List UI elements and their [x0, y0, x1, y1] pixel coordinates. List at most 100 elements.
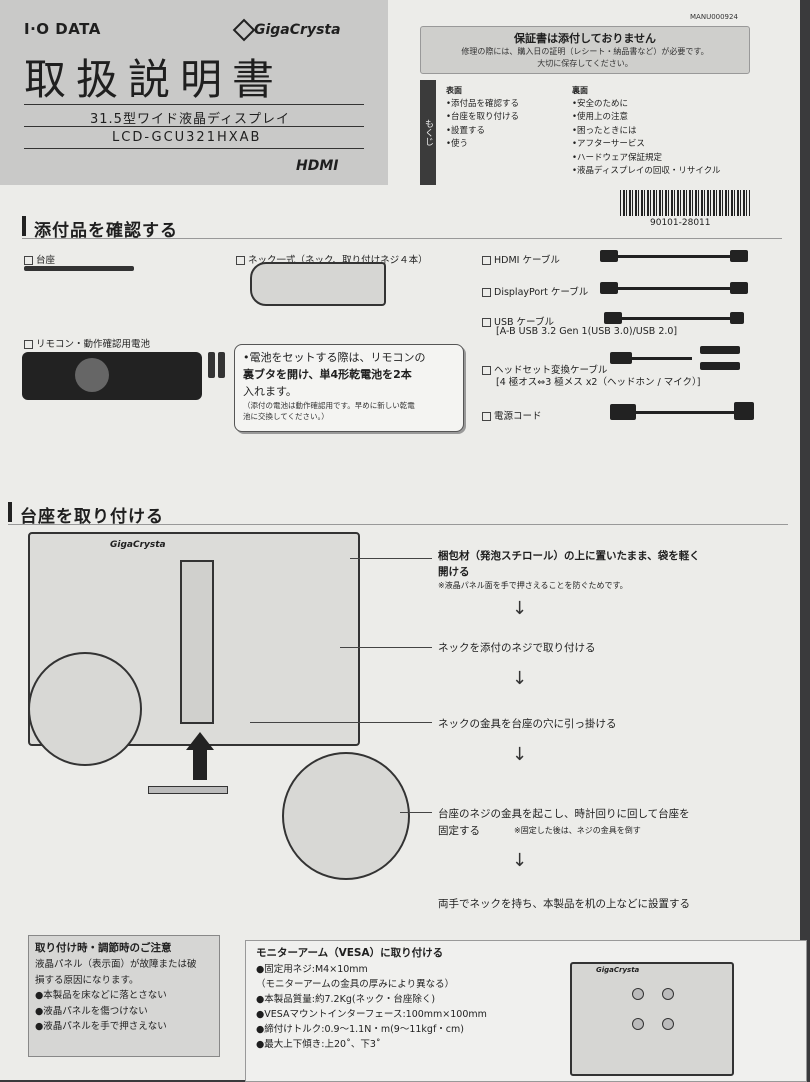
step-4-cont: 固定する — [438, 825, 480, 837]
step-1: 梱包材（発泡スチロール）の上に置いたまま、袋を軽く — [438, 550, 700, 562]
item-remote: リモコン・動作確認用電池 — [24, 336, 150, 350]
hdmi-logo: HDMI — [296, 158, 339, 174]
vesa-line: ●締付けトルク:0.9～1.1N・m(9～11kgf・cm) — [256, 1024, 464, 1035]
vesa-monitor-illustration — [570, 962, 734, 1076]
note-line: 裏ブタを開け、単4形乾電池を2本 — [243, 368, 412, 381]
arrow-up-icon — [186, 732, 214, 750]
checkbox-icon — [24, 256, 33, 265]
step-4-note: ※固定した後は、ネジの金具を倒す — [514, 826, 641, 835]
cable-plug-icon — [730, 282, 748, 294]
barcode-number: 90101-28011 — [650, 218, 711, 228]
section-title-stand: 台座を取り付ける — [20, 507, 164, 527]
item-hdmi: HDMI ケーブル — [482, 252, 560, 266]
checkbox-icon — [482, 318, 491, 327]
manual-code: MANU000924 — [690, 13, 738, 21]
neck-illustration — [180, 560, 214, 724]
toc-item: •添付品を確認する — [446, 98, 520, 109]
battery-note: •電池をセットする際は、リモコンの 裏ブタを開け、単4形乾電池を2本 入れます。… — [234, 344, 464, 432]
warranty-title: 保証書は添付しておりません — [513, 32, 656, 45]
divider — [24, 148, 364, 149]
cable-plug-icon — [700, 362, 740, 370]
vesa-line: ●VESAマウントインターフェース:100mm×100mm — [256, 1009, 487, 1020]
detail-circle-base — [282, 752, 410, 880]
note-subline: 池に交換してください。） — [243, 412, 329, 421]
arrow-down-icon: ↓ — [512, 744, 528, 765]
battery-icon — [208, 352, 215, 378]
checkbox-icon — [482, 256, 491, 265]
cable-plug-icon — [600, 282, 618, 294]
item-label: 台座 — [36, 255, 56, 266]
toc-item: •アフターサービス — [572, 139, 645, 149]
toc-tab: もくじ — [420, 80, 436, 185]
note-line: •電池をセットする際は、リモコンの — [243, 351, 426, 364]
vesa-hole-icon — [632, 988, 644, 1000]
warranty-body-2: 大切に保存してください。 — [537, 59, 633, 68]
warranty-body-1: 修理の際には、購入日の証明（レシート・納品書など）が必要です。 — [461, 47, 709, 56]
item-label: リモコン・動作確認用電池 — [36, 339, 151, 350]
step-2: ネックを添付のネジで取り付ける — [438, 642, 596, 654]
item-label: DisplayPort ケーブル — [494, 287, 589, 298]
vesa-hole-icon — [662, 988, 674, 1000]
caution-line: 損する原因になります。 — [35, 974, 139, 986]
manual-title: 取扱説明書 — [24, 55, 285, 104]
toc-item: •設置する — [446, 125, 486, 136]
monitor-logo: GigaCrysta — [596, 966, 640, 974]
divider — [24, 126, 364, 127]
power-plug-icon — [610, 404, 636, 420]
vesa-line: ●最大上下傾き:上20˚、下3˚ — [256, 1039, 381, 1050]
toc-item: •使う — [446, 139, 469, 149]
toc-item: •ハードウェア保証規定 — [572, 152, 663, 163]
vesa-line: ●本製品質量:約7.2Kg(ネック・台座除く) — [256, 994, 436, 1005]
toc-back-head: 裏面 — [572, 86, 588, 95]
headset-detail: [4 極オス⇔3 極メス x2（ヘッドホン / マイク）] — [496, 377, 701, 388]
usb-cable-illustration — [622, 317, 730, 320]
detail-circle-screws — [28, 652, 142, 766]
toc-item: •困ったときには — [572, 125, 637, 136]
caution-title: 取り付け時・調節時のご注意 — [35, 942, 172, 954]
arrow-down-icon: ↓ — [512, 598, 528, 619]
toc-front-head: 表面 — [446, 86, 462, 95]
vesa-title: モニターアーム（VESA）に取り付ける — [256, 947, 444, 959]
item-label: HDMI ケーブル — [494, 255, 560, 266]
cable-plug-icon — [604, 312, 622, 324]
note-line: 入れます。 — [243, 385, 297, 398]
toc-back: 裏面 •安全のために •使用上の注意 •困ったときには •アフターサービス •ハ… — [572, 84, 721, 179]
toc-item: •使用上の注意 — [572, 112, 629, 122]
leader-line — [250, 722, 432, 723]
item-headset: ヘッドセット変換ケーブル — [482, 362, 607, 376]
caution-line: 液晶パネル（表示面）が故障または破 — [35, 959, 197, 970]
checkbox-icon — [482, 288, 491, 297]
item-neck: ネック一式（ネック、取り付けネジ４本） — [236, 252, 428, 266]
power-plug-icon — [734, 402, 754, 420]
caution-line: ●液晶パネルを手で押さえない — [35, 1021, 167, 1032]
item-power: 電源コード — [482, 408, 542, 422]
toc-item: •台座を取り付ける — [446, 112, 520, 122]
item-label: ネック一式（ネック、取り付けネジ４本） — [248, 255, 428, 266]
cable-plug-icon — [610, 352, 632, 364]
step-4: 台座のネジの金具を起こし、時計回りに回して台座を — [438, 808, 690, 820]
section-marker — [8, 502, 12, 522]
monitor-logo: GigaCrysta — [110, 540, 166, 550]
power-cord-illustration — [636, 411, 734, 414]
toc-item: •安全のために — [572, 98, 629, 109]
headset-cable-illustration — [632, 357, 692, 360]
toc-front: 表面 •添付品を確認する •台座を取り付ける •設置する •使う — [446, 84, 519, 152]
vesa-hole-icon — [662, 1018, 674, 1030]
item-base: 台座 — [24, 252, 55, 266]
arrow-down-icon: ↓ — [512, 850, 528, 871]
step-5: 両手でネックを持ち、本製品を机の上などに設置する — [438, 898, 690, 910]
header-block — [0, 0, 388, 185]
section-marker — [22, 216, 26, 236]
caution-line: ●液晶パネルを傷つけない — [35, 1005, 148, 1017]
product-line-logo: GigaCrysta — [254, 22, 341, 38]
note-subline: （添付の電池は動作確認用です。早めに新しい乾電 — [243, 401, 415, 410]
product-type: 31.5型ワイド液晶ディスプレイ — [90, 112, 291, 127]
caution-line: ●本製品を床などに落とさない — [35, 990, 167, 1001]
step-1-cont: 開ける — [438, 566, 470, 578]
checkbox-icon — [236, 256, 245, 265]
item-label: USB ケーブル — [494, 317, 554, 328]
divider — [24, 104, 364, 105]
step-1-note: ※液晶パネル面を手で押さえることを防ぐためです。 — [438, 581, 628, 590]
remote-dpad-icon — [75, 358, 109, 392]
checkbox-icon — [482, 412, 491, 421]
